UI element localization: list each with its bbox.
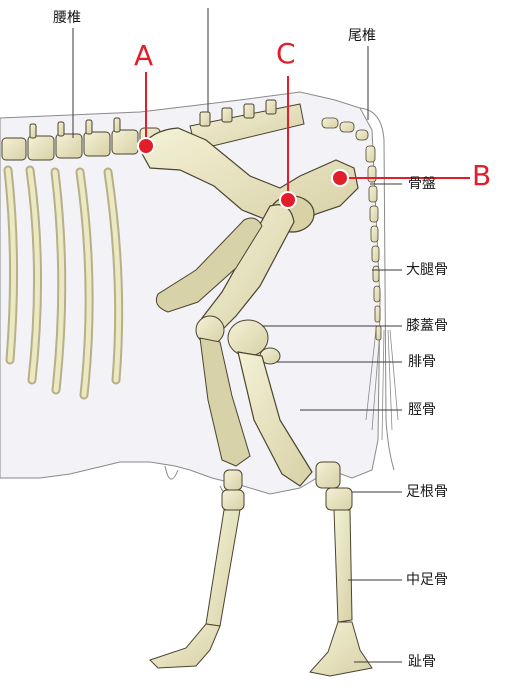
label-tibia: 脛骨: [408, 402, 436, 418]
label-phalanges: 趾骨: [408, 654, 436, 670]
label-lumbar: 腰椎: [53, 10, 81, 26]
marker-a-letter: A: [134, 42, 153, 70]
phalanges: [150, 622, 372, 676]
label-femur: 大腿骨: [406, 262, 448, 278]
label-patella: 膝蓋骨: [406, 318, 448, 334]
label-pelvis: 骨盤: [408, 176, 436, 192]
marker-c-letter: C: [276, 40, 296, 68]
label-fibula: 腓骨: [408, 354, 436, 370]
label-caudal: 尾椎: [348, 28, 376, 44]
marker-b-letter: B: [472, 162, 491, 190]
udder-outline: [165, 466, 178, 479]
metatarsals: [206, 510, 352, 626]
label-tarsal: 足根骨: [406, 484, 448, 500]
label-metatarsal: 中足骨: [406, 572, 448, 588]
